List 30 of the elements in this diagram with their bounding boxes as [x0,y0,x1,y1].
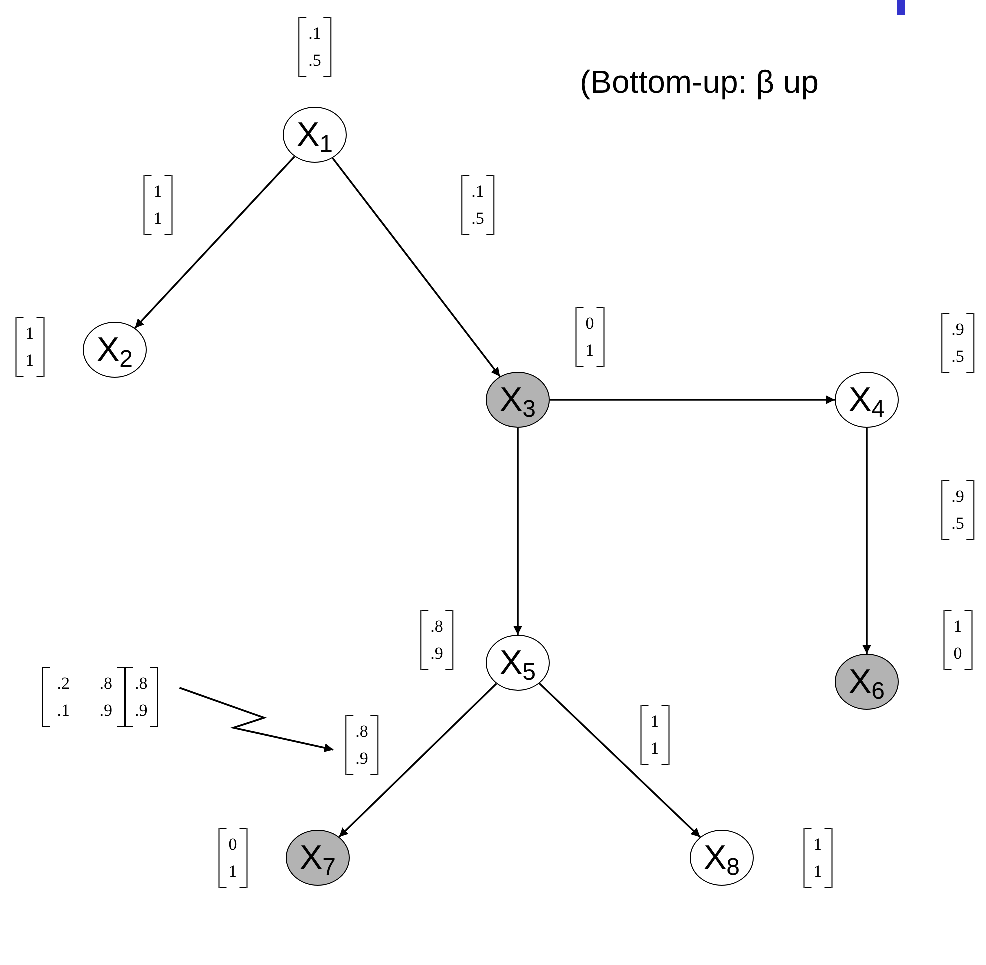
variable-node: X$_{2}$ [83,322,147,378]
arrow [514,428,522,635]
belief-vector: .9 .5 [942,313,974,373]
belief-vector: .1 .5 [462,175,494,235]
belief-vector: 1 0 [944,610,972,670]
arrow [332,158,501,378]
result-vector: .8 .9 [346,715,378,775]
belief-vector: 0 1 [218,828,248,888]
observed-variable-node: X$_{3}$ [486,372,550,428]
title: (Bottom-up: β up [580,64,819,101]
belief-vector: .9 .5 [942,480,974,540]
belief-vector: 1 1 [804,828,832,888]
belief-vector: .1 .5 [298,17,332,77]
variable-node: X$_{4}$ [835,372,899,428]
zigzag-arrow [179,687,334,752]
arrow [134,156,296,329]
arrow [550,396,835,404]
variable-node: X$_{1}$ [283,107,347,163]
belief-vector: .8 .9 [420,610,454,670]
belief-vector: 1 1 [640,705,670,765]
observed-variable-node: X$_{6}$ [835,654,899,710]
arrow [538,683,702,838]
variable-node: X$_{8}$ [690,830,754,886]
belief-vector: 0 1 [576,307,604,367]
arrow [862,428,872,654]
observed-variable-node: X$_{7}$ [286,830,350,886]
belief-vector: 1 1 [144,175,172,235]
variable-node: X$_{5}$ [486,635,550,691]
belief-vector: 1 1 [16,317,44,377]
arrow [338,683,498,838]
